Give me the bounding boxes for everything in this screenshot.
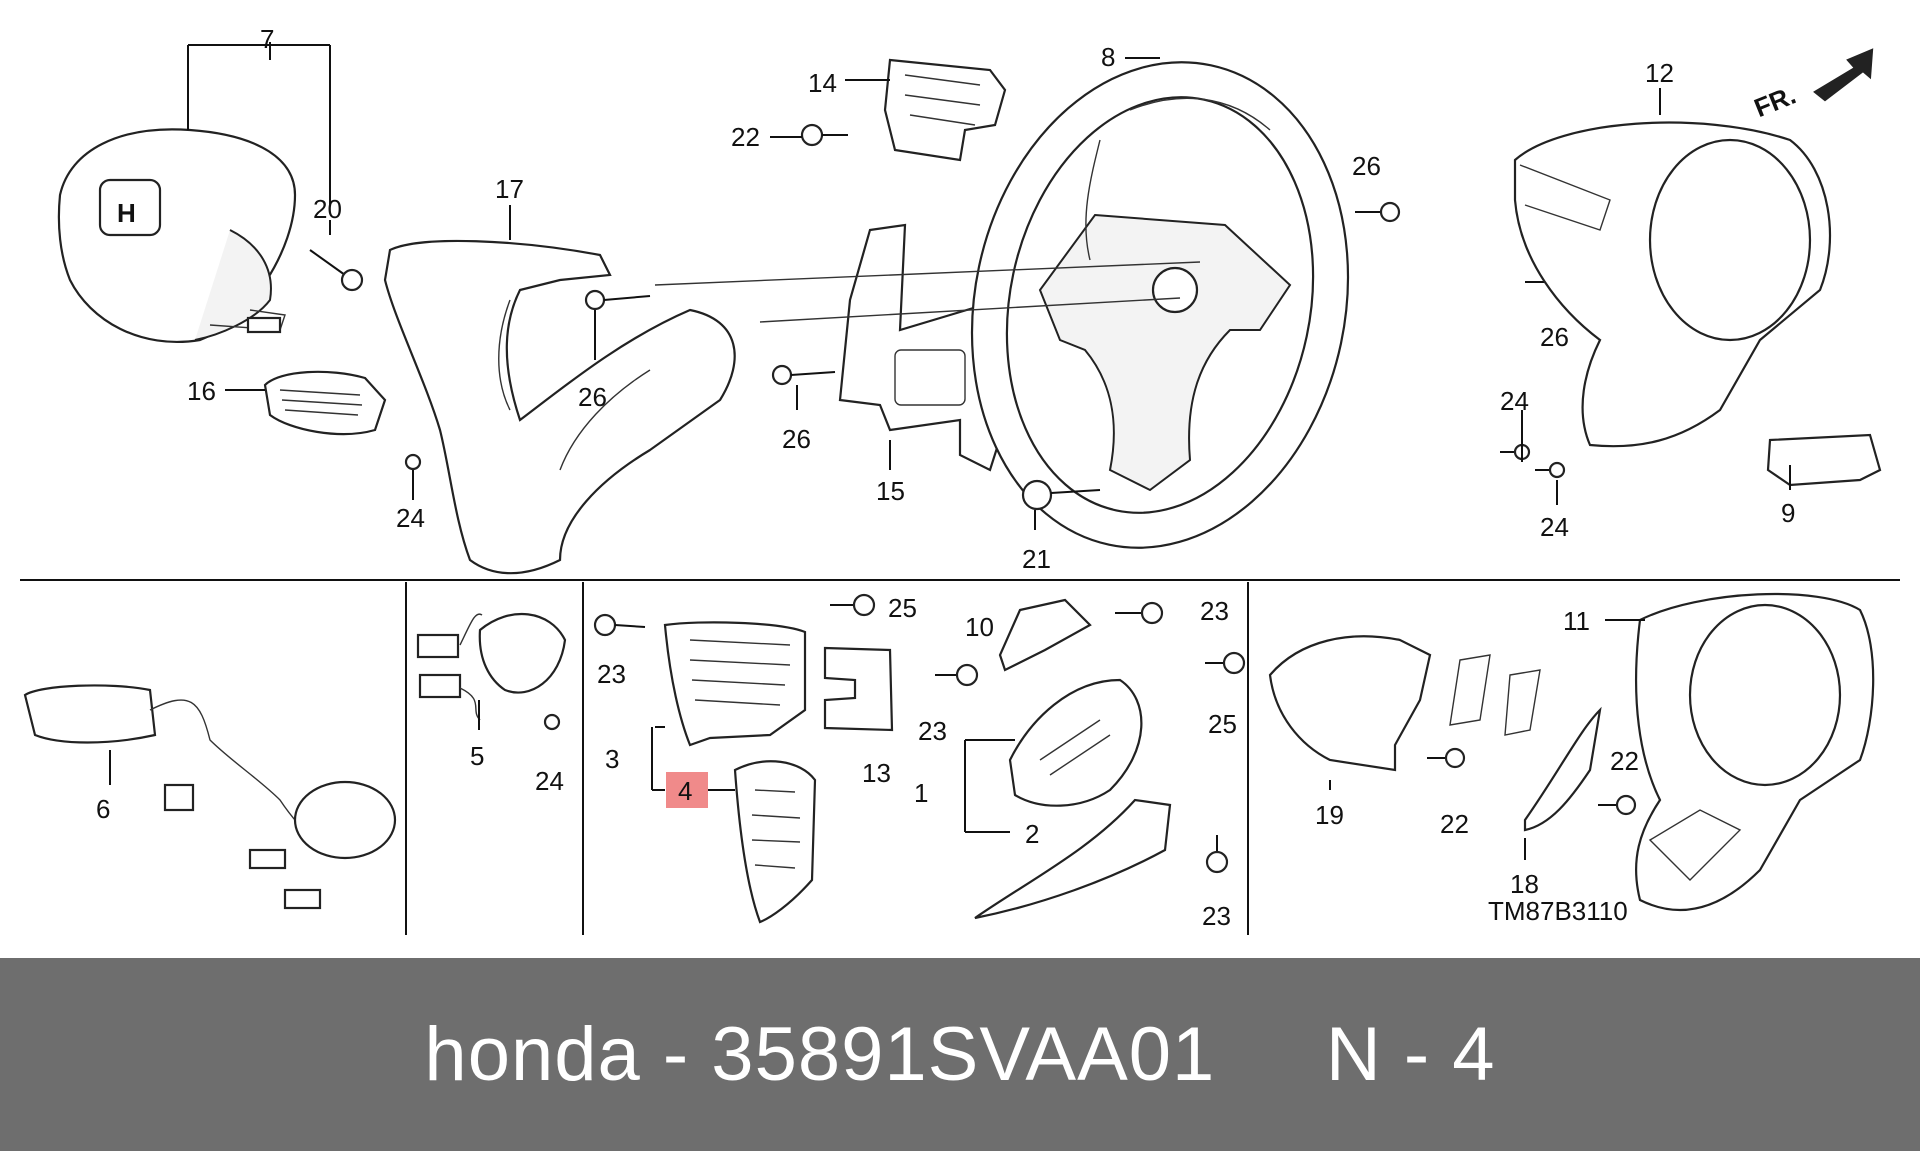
callout-3: 3 <box>605 744 619 774</box>
part-number-caption: honda - 35891SVAA01 N - 4 <box>424 1012 1496 1097</box>
bracket-10[interactable] <box>998 598 1092 672</box>
harness-6[interactable] <box>23 684 397 910</box>
callout-5: 5 <box>470 741 484 771</box>
steering-wheel-exploded-diagram: H <box>20 24 1900 935</box>
callout-25-a: 25 <box>888 593 917 623</box>
callout-4: 4 <box>678 776 692 806</box>
screw-23-b[interactable] <box>935 663 979 687</box>
screw-26-center[interactable] <box>771 364 836 386</box>
screw-22-c[interactable] <box>1598 794 1637 816</box>
callout-22-b: 22 <box>1440 809 1469 839</box>
callout-26-c: 26 <box>1352 151 1381 181</box>
callout-10: 10 <box>965 612 994 642</box>
switch-cover-18[interactable] <box>1523 706 1602 832</box>
callout-12: 12 <box>1645 58 1674 88</box>
screw-25-b[interactable] <box>1205 651 1246 675</box>
callout-4-highlight <box>666 772 708 808</box>
screw-24-a[interactable] <box>1500 443 1531 461</box>
callout-15: 15 <box>876 476 905 506</box>
callout-13: 13 <box>862 758 891 788</box>
screw-23-d[interactable] <box>1205 835 1229 874</box>
screw-25-a[interactable] <box>830 593 876 617</box>
switch-16[interactable] <box>263 370 422 471</box>
rear-cover-11[interactable] <box>1634 592 1875 912</box>
screw-22-b[interactable] <box>1427 747 1466 769</box>
callout-23-c: 23 <box>1200 596 1229 626</box>
callout-24-a: 24 <box>396 503 425 533</box>
callout-24-d: 24 <box>535 766 564 796</box>
bracket-13[interactable] <box>823 646 894 732</box>
switch-19[interactable] <box>1268 635 1541 772</box>
callout-17: 17 <box>495 174 524 204</box>
callout-9: 9 <box>1781 498 1795 528</box>
svg-text:H: H <box>117 198 136 228</box>
fr-label: FR. <box>1750 80 1800 124</box>
bolt-21[interactable] <box>1021 479 1101 511</box>
callout-22-c: 22 <box>1610 746 1639 776</box>
switch-1[interactable] <box>1008 678 1143 807</box>
callout-7: 7 <box>260 24 274 54</box>
callout-1: 1 <box>914 778 928 808</box>
callout-26-b: 26 <box>782 424 811 454</box>
cover-2[interactable] <box>974 798 1172 920</box>
screw-26-top[interactable] <box>1355 201 1401 223</box>
callout-2: 2 <box>1025 819 1039 849</box>
callout-25-b: 25 <box>1208 709 1237 739</box>
diagram-code: TM87B3110 <box>1488 896 1628 926</box>
callout-26-a: 26 <box>578 382 607 412</box>
callout-22-a: 22 <box>731 122 760 152</box>
bolt-22-top[interactable] <box>800 123 848 147</box>
callout-23-b: 23 <box>918 716 947 746</box>
callout-20: 20 <box>313 194 342 224</box>
switch-harness-5[interactable] <box>416 612 567 731</box>
callout-24-c: 24 <box>1540 512 1569 542</box>
callout-23-a: 23 <box>597 659 626 689</box>
airbag-module[interactable]: H <box>57 128 297 343</box>
steering-wheel-8[interactable] <box>928 27 1392 583</box>
bolt-20[interactable] <box>309 249 364 292</box>
callout-23-d: 23 <box>1202 901 1231 931</box>
frame-15[interactable] <box>838 223 1027 472</box>
front-direction-indicator: FR. <box>1750 48 1874 124</box>
bracket-14[interactable] <box>883 58 1007 162</box>
section-dividers <box>20 579 1900 935</box>
callout-16: 16 <box>187 376 216 406</box>
rear-cover-12[interactable] <box>1513 121 1832 448</box>
switch-assembly-3[interactable] <box>663 621 807 747</box>
callout-14: 14 <box>808 68 837 98</box>
callout-24-b: 24 <box>1500 386 1529 416</box>
leader-lines <box>109 42 1791 860</box>
switch-cover-4[interactable] <box>733 760 817 924</box>
lower-cover-17[interactable] <box>383 239 736 575</box>
part-caption-bar: honda - 35891SVAA01 N - 4 <box>0 958 1920 1151</box>
callout-11: 11 <box>1563 606 1590 636</box>
callout-8: 8 <box>1101 42 1115 72</box>
callout-labels: 7 20 16 24 14 22 17 26 26 15 8 26 26 21 … <box>96 24 1795 931</box>
callout-18: 18 <box>1510 869 1539 899</box>
screw-23-c[interactable] <box>1115 601 1164 625</box>
screw-26-left[interactable] <box>584 289 651 311</box>
callout-21: 21 <box>1022 544 1051 574</box>
screw-23-a[interactable] <box>593 613 646 637</box>
callout-19: 19 <box>1315 800 1344 830</box>
clip-9[interactable] <box>1766 433 1882 487</box>
callout-6: 6 <box>96 794 110 824</box>
callout-26-d: 26 <box>1540 322 1569 352</box>
screw-24-b[interactable] <box>1535 461 1566 479</box>
